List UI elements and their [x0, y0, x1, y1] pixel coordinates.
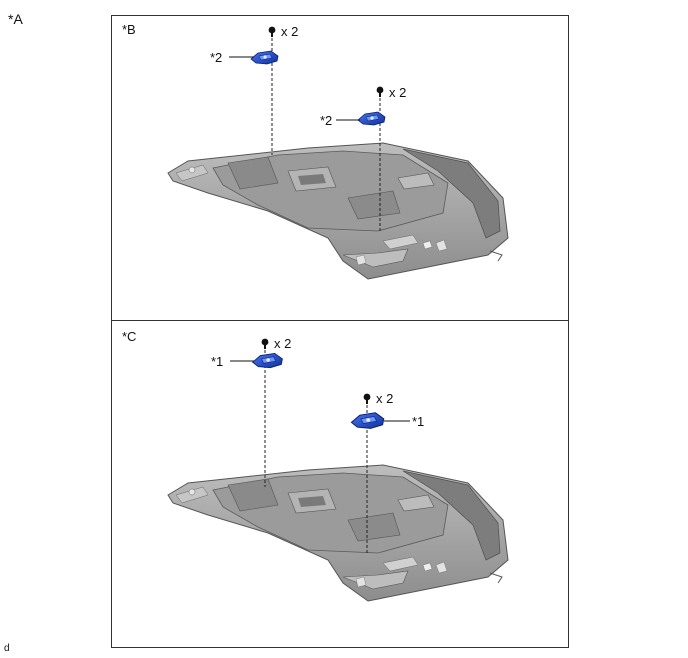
bolt-quantity-callout: x 2 — [274, 336, 292, 351]
bolt-icon — [363, 393, 371, 404]
clip-icon — [357, 111, 386, 126]
bolt-quantity-callout: x 2 — [389, 85, 407, 100]
bolt-quantity-callout: x 2 — [376, 391, 394, 406]
bolt-icon — [268, 26, 276, 37]
panel-b-label: *B — [122, 22, 136, 37]
figure-label: *A — [8, 11, 23, 27]
clip-icon — [252, 352, 283, 369]
clip-icon — [350, 412, 385, 429]
footer-code: d — [4, 643, 10, 654]
bolt-icon — [376, 86, 384, 97]
headliner-panel-icon — [167, 142, 509, 280]
bolt-quantity-callout: x 2 — [281, 24, 299, 39]
headliner-panel-icon — [167, 464, 509, 602]
part-callout: *2 — [320, 113, 333, 128]
part-callout: *1 — [412, 414, 425, 429]
panel-c-label: *C — [122, 329, 137, 344]
clip-icon — [250, 50, 279, 65]
bolt-icon — [261, 338, 269, 349]
part-callout: *1 — [211, 354, 224, 369]
part-callout: *2 — [210, 50, 223, 65]
